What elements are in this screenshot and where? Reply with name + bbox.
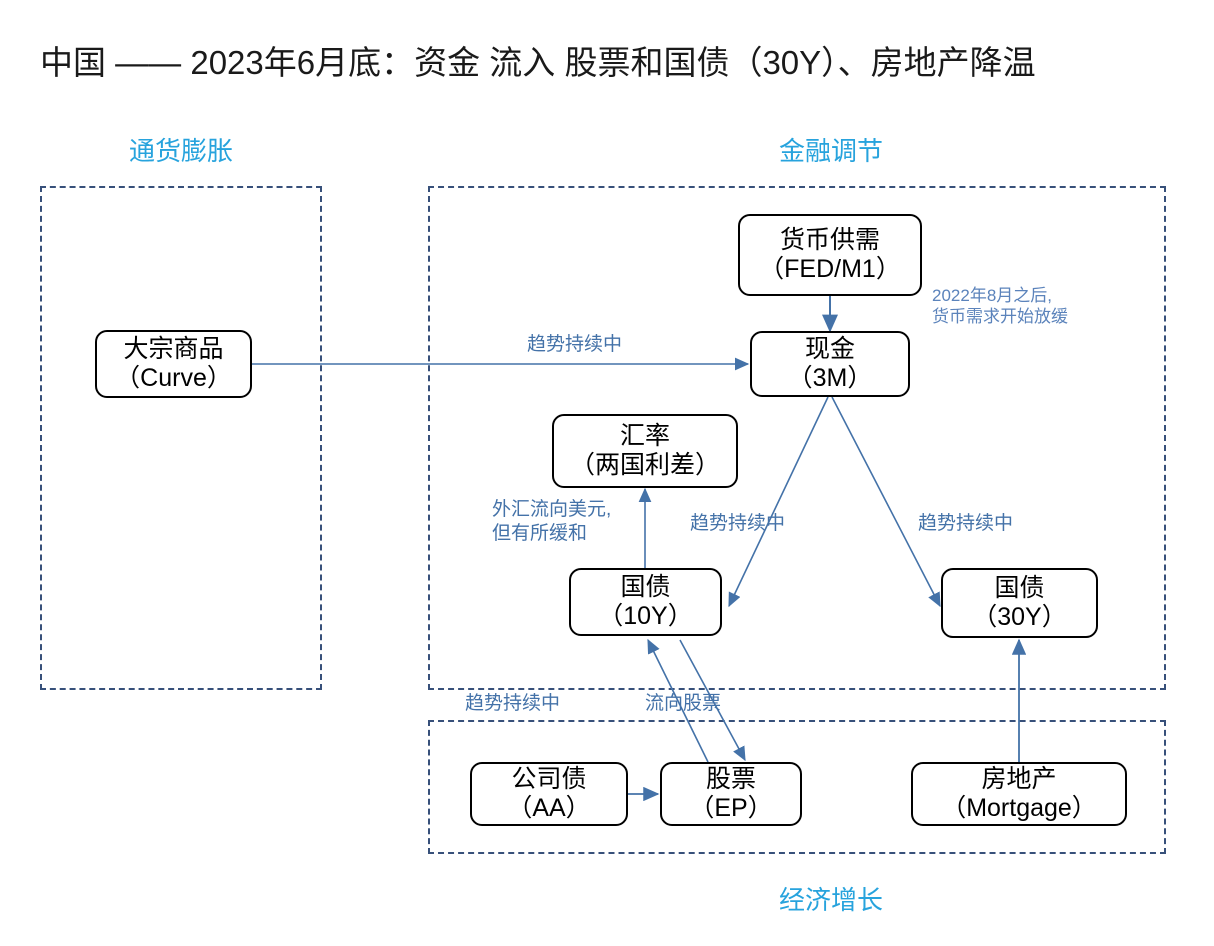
node-equity[interactable]: 股票 （EP） — [660, 762, 802, 826]
zone-financial-regulation — [428, 186, 1166, 690]
node-bond-10y[interactable]: 国债 （10Y） — [569, 568, 722, 636]
edge-label-cash-demand-note: 2022年8月之后, 货币需求开始放缓 — [932, 285, 1068, 328]
edge-label-cash-to-bond10y: 趋势持续中 — [690, 513, 786, 534]
node-bond-30y-line1: 国债 — [994, 573, 1045, 602]
node-real-estate-line1: 房地产 — [981, 764, 1057, 793]
node-bond-30y-line2: （30Y） — [972, 603, 1067, 631]
node-fx-rate[interactable]: 汇率 （两国利差） — [552, 414, 738, 488]
edge-label-commodity-to-cash: 趋势持续中 — [527, 334, 623, 355]
page-title: 中国 —— 2023年6月底：资金 流入 股票和国债（30Y）、房地产降温 — [40, 44, 1036, 81]
zone-economic-growth — [428, 720, 1166, 854]
node-equity-line1: 股票 — [705, 764, 756, 793]
node-cash[interactable]: 现金 （3M） — [750, 331, 910, 397]
node-bond-10y-line1: 国债 — [620, 572, 671, 601]
node-commodity-line1: 大宗商品 — [123, 334, 224, 363]
node-money-supply-line1: 货币供需 — [779, 225, 880, 254]
node-real-estate[interactable]: 房地产 （Mortgage） — [911, 762, 1127, 826]
node-equity-line2: （EP） — [689, 794, 773, 822]
cash-demand-note-line2: 货币需求开始放缓 — [932, 307, 1068, 327]
fx-note-line1: 外汇流向美元, — [492, 499, 612, 520]
zone-inflation — [40, 186, 322, 690]
node-cash-line2: （3M） — [787, 364, 873, 392]
node-fx-rate-line1: 汇率 — [619, 421, 670, 450]
node-money-supply-line2: （FED/M1） — [759, 255, 901, 283]
node-real-estate-line2: （Mortgage） — [941, 794, 1097, 822]
fx-note-line2: 但有所缓和 — [492, 522, 588, 544]
zone-label-financial-regulation: 金融调节 — [778, 136, 883, 166]
node-cash-line1: 现金 — [804, 334, 855, 363]
node-bond-30y[interactable]: 国债 （30Y） — [941, 568, 1098, 638]
node-money-supply[interactable]: 货币供需 （FED/M1） — [738, 214, 922, 296]
edge-label-equity-flow: 流向股票 — [645, 693, 722, 714]
edge-label-cash-to-bond30y: 趋势持续中 — [918, 513, 1014, 534]
node-commodity-line2: （Curve） — [115, 364, 232, 392]
node-corp-bond-line1: 公司债 — [511, 764, 587, 793]
node-fx-rate-line2: （两国利差） — [569, 451, 720, 479]
edge-label-corpbond-to-bond10y: 趋势持续中 — [465, 693, 561, 714]
zone-label-inflation: 通货膨胀 — [128, 136, 233, 166]
edge-label-fx-note: 外汇流向美元, 但有所缓和 — [492, 498, 611, 546]
node-corp-bond[interactable]: 公司债 （AA） — [470, 762, 628, 826]
node-bond-10y-line2: （10Y） — [598, 602, 693, 630]
zone-label-economic-growth: 经济增长 — [778, 885, 883, 915]
node-commodity[interactable]: 大宗商品 （Curve） — [95, 330, 252, 398]
cash-demand-note-line1: 2022年8月之后, — [932, 286, 1052, 305]
node-corp-bond-line2: （AA） — [507, 794, 591, 822]
